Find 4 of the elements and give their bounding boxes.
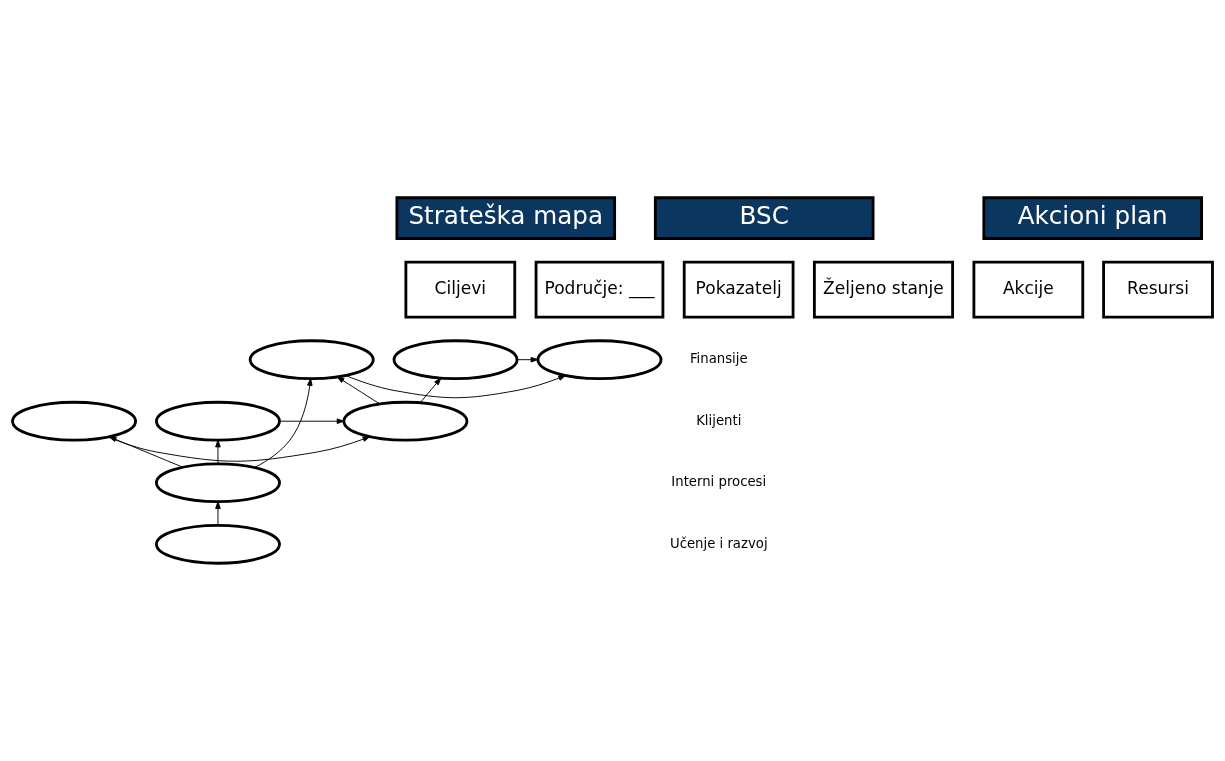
- label: Interni procesi: [671, 474, 767, 490]
- label: Učenje i razvoj: [669, 535, 768, 551]
- label: Finansije: [689, 351, 748, 367]
- label: Klijenti: [696, 412, 742, 428]
